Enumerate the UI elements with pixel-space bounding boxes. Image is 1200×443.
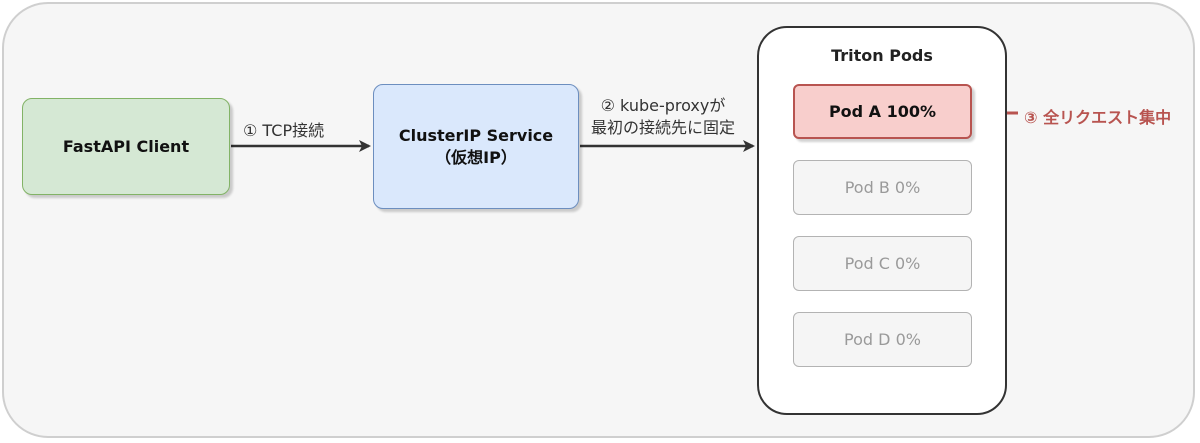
pod-d-label: Pod D 0% [844,330,921,349]
edge-label-step1: ① TCP接続 [243,121,325,140]
edge-label-step3: ③ 全リクエスト集中 [1024,108,1172,127]
pod-a-node: Pod A 100% [793,84,972,139]
fastapi-client-node: FastAPI Client [22,98,230,195]
pod-c-node: Pod C 0% [793,236,972,291]
pod-a-label: Pod A 100% [828,102,937,121]
pod-b-label: Pod B 0% [844,178,921,197]
edge-label-step2-line1: ② kube-proxyが [600,96,726,115]
pod-c-label: Pod C 0% [844,254,921,273]
pod-d-node: Pod D 0% [793,312,972,367]
service-label-line2: （仮想IP） [435,147,517,167]
edge-label-step2: ② kube-proxyが 最初の接続先に固定 [591,95,735,139]
client-label: FastAPI Client [62,137,190,156]
pods-group-title: Triton Pods [831,46,933,65]
edge-label-step2-line2: 最初の接続先に固定 [591,118,736,137]
service-label-line1: ClusterIP Service [398,125,554,145]
clusterip-service-node: ClusterIP Service （仮想IP） [373,84,579,209]
pod-b-node: Pod B 0% [793,160,972,215]
